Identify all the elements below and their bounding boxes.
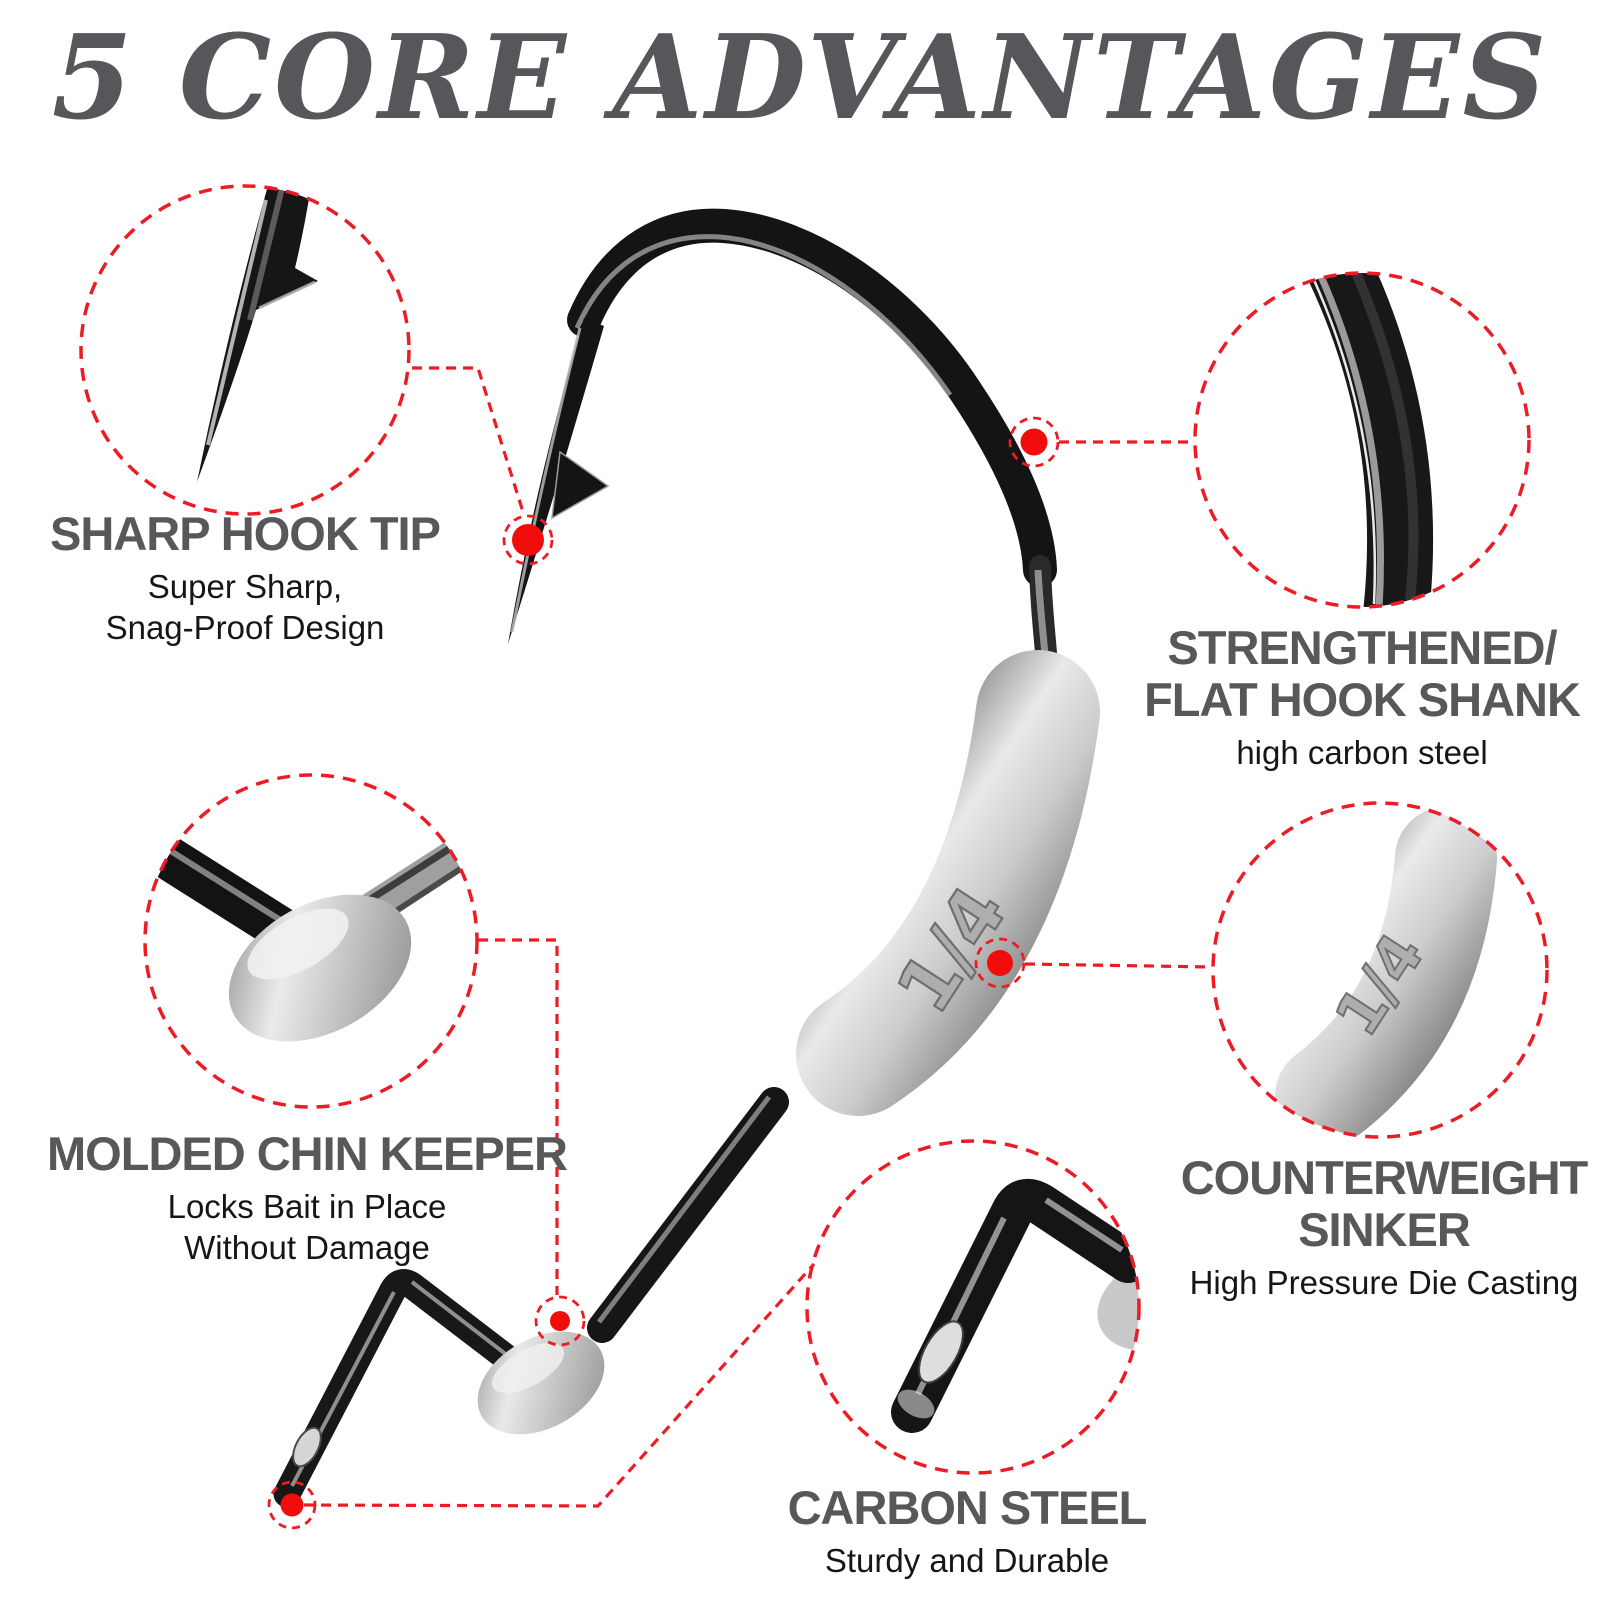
chin-keeper: [477, 1331, 605, 1435]
magnified-chin-keeper-view: [145, 826, 474, 1042]
sinker-weight: [796, 650, 1100, 1116]
callout-circle-z-bend: [805, 1139, 1141, 1475]
callout-circle-chin-keeper: [143, 773, 479, 1109]
callout-dot-chin-keeper: [550, 1311, 570, 1331]
connector-sinker: [1024, 962, 1213, 969]
feature-heading: CARBON STEEL: [787, 1481, 1148, 1534]
callout-dot-z-bend: [280, 1493, 304, 1517]
callout-circle-sinker: [1211, 801, 1549, 1139]
callout-circle-shank: [1193, 271, 1531, 609]
feature-molded-chin-keeper: MOLDED CHIN KEEPER Locks Bait in Place W…: [27, 1128, 587, 1268]
callout-dot-hook-tip: [512, 524, 544, 556]
feature-description: Sturdy and Durable: [824, 1542, 1110, 1579]
callout-circle-hook-tip: [79, 184, 411, 516]
feature-description: Locks Bait in Place Without Damage: [167, 1188, 447, 1266]
feature-heading: SHARP HOOK TIP: [50, 507, 441, 560]
feature-heading: COUNTERWEIGHT SINKER: [1180, 1151, 1589, 1256]
connector-z-bend: [303, 1262, 816, 1508]
feature-flat-hook-shank: STRENGTHENED/ FLAT HOOK SHANK high carbo…: [1112, 622, 1601, 773]
magnified-hook-tip-view: [197, 186, 318, 482]
magnified-shank-view: [1308, 273, 1434, 607]
callout-dot-sinker: [987, 950, 1013, 976]
hook-bend: [567, 208, 1057, 587]
magnified-sinker-view: 1/4: [1275, 803, 1497, 1137]
feature-sharp-hook-tip: SHARP HOOK TIP Super Sharp, Snag-Proof D…: [10, 508, 480, 648]
magnified-z-bend-view: [891, 1178, 1139, 1433]
feature-description: High Pressure Die Casting: [1189, 1264, 1579, 1301]
feature-counterweight-sinker: COUNTERWEIGHT SINKER High Pressure Die C…: [1134, 1152, 1601, 1303]
callout-dot-shank: [1020, 428, 1048, 456]
hook-barb: [551, 450, 610, 520]
feature-carbon-steel: CARBON STEEL Sturdy and Durable: [747, 1482, 1187, 1581]
feature-description: high carbon steel: [1236, 734, 1488, 771]
page-title: 5 CORE ADVANTAGES: [51, 10, 1550, 146]
feature-heading: MOLDED CHIN KEEPER: [47, 1127, 568, 1180]
feature-heading: STRENGTHENED/ FLAT HOOK SHANK: [1144, 621, 1581, 726]
wire-keeper-barb: [292, 1426, 322, 1468]
connector-hook-tip: [412, 366, 525, 513]
feature-description: Super Sharp, Snag-Proof Design: [105, 568, 385, 646]
connector-chin-keeper: [478, 938, 559, 1295]
hook-illustration: 1/4: [273, 208, 1100, 1508]
